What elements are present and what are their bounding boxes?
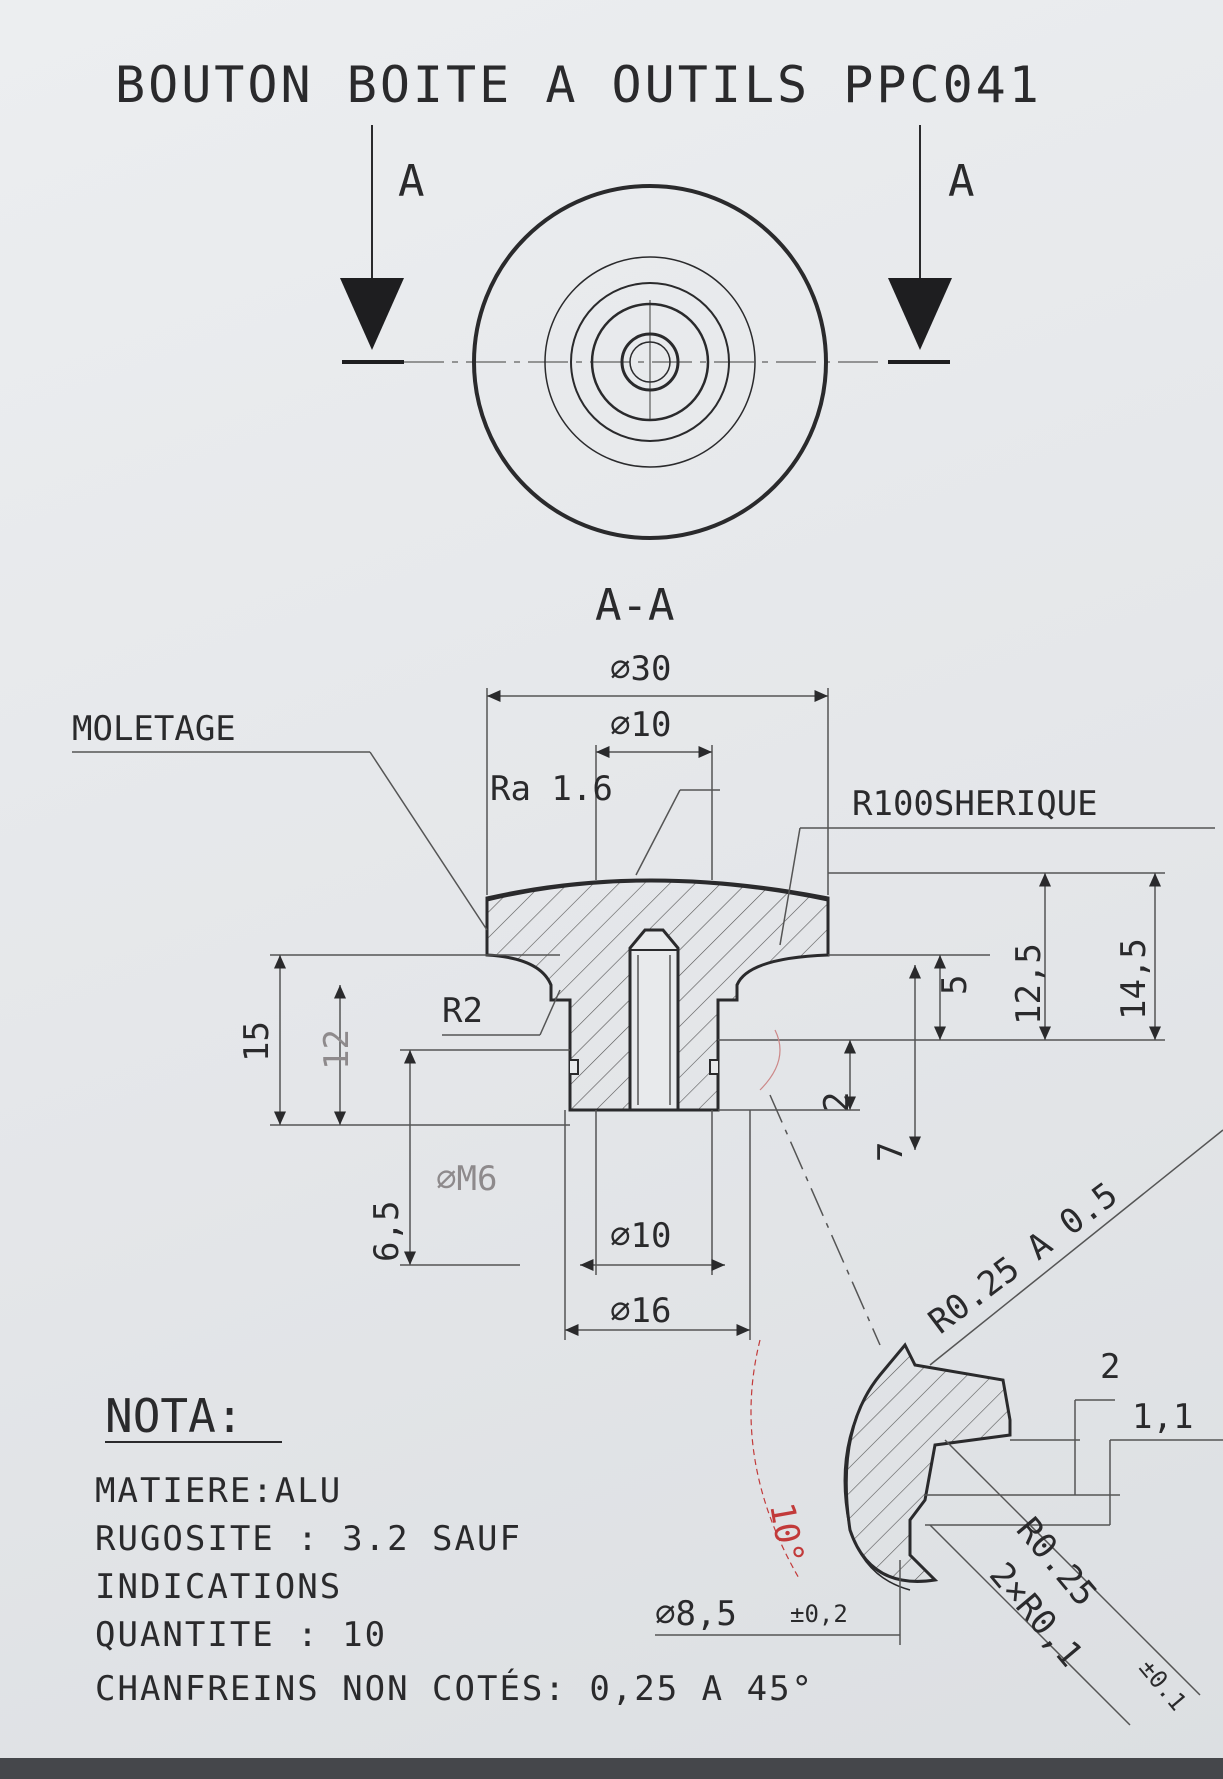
nota-heading: NOTA:	[105, 1389, 243, 1443]
dim-2: 2	[817, 1092, 857, 1112]
top-view	[342, 184, 880, 540]
dim-height-6-5: 6,5	[367, 1201, 407, 1262]
dim-r2: R2	[442, 991, 483, 1031]
dim-12-5: 12,5	[1009, 943, 1049, 1025]
detail-angle-10: 10°	[761, 1500, 811, 1567]
dim-14-5: 14,5	[1114, 938, 1154, 1020]
photo-bottom-edge	[0, 1758, 1223, 1779]
dim-diameter-10-bottom: ∅10	[610, 1216, 671, 1256]
dim-diameter-16: ∅16	[610, 1291, 671, 1331]
dimension-lines	[72, 688, 1223, 1366]
detail-view: R0.25 A 0.5 2 1,1 10° ∅8,5 ±0,2 R0.25 ±0…	[655, 1175, 1223, 1726]
detail-diameter-8-5: ∅8,5	[655, 1594, 737, 1634]
detail-diameter-8-5-tol: ±0,2	[790, 1600, 848, 1628]
nota-line: QUANTITE : 10	[95, 1615, 387, 1655]
section-title: A-A	[595, 580, 674, 631]
dim-diameter-30: ∅30	[610, 649, 671, 689]
detail-r025-tol: ±0.1	[1133, 1654, 1192, 1716]
label-moletage: MOLETAGE	[72, 709, 236, 749]
detail-dim-1-1: 1,1	[1132, 1397, 1193, 1437]
section-letter-left: A	[398, 156, 425, 207]
nota-line: INDICATIONS	[95, 1567, 342, 1607]
dim-height-15: 15	[237, 1021, 277, 1062]
nota-block: NOTA: MATIERE:ALU RUGOSITE : 3.2 SAUF IN…	[95, 1389, 814, 1709]
dim-7: 7	[871, 1142, 911, 1162]
roughness-ra: Ra 1.6	[490, 769, 613, 809]
dim-height-12: 12	[317, 1029, 357, 1070]
nota-line: CHANFREINS NON COTÉS: 0,25 A 45°	[95, 1668, 814, 1709]
dim-r100-spherical: R100SHERIQUE	[852, 784, 1098, 824]
section-letter-right: A	[948, 156, 975, 207]
section-arrow-left	[340, 125, 404, 364]
section-arrow-right	[888, 125, 952, 364]
dim-diameter-10-top: ∅10	[610, 705, 671, 745]
nota-line: MATIERE:ALU	[95, 1471, 342, 1511]
detail-dim-2: 2	[1100, 1347, 1120, 1387]
detail-r025-a-05: R0.25 A 0.5	[921, 1175, 1125, 1342]
dim-thread-m6: ∅M6	[436, 1159, 497, 1199]
drawing-title: BOUTON BOITE A OUTILS PPC041	[115, 56, 1042, 114]
dim-5: 5	[935, 975, 975, 995]
section-view	[485, 878, 830, 1112]
nota-line: RUGOSITE : 3.2 SAUF	[95, 1519, 522, 1559]
